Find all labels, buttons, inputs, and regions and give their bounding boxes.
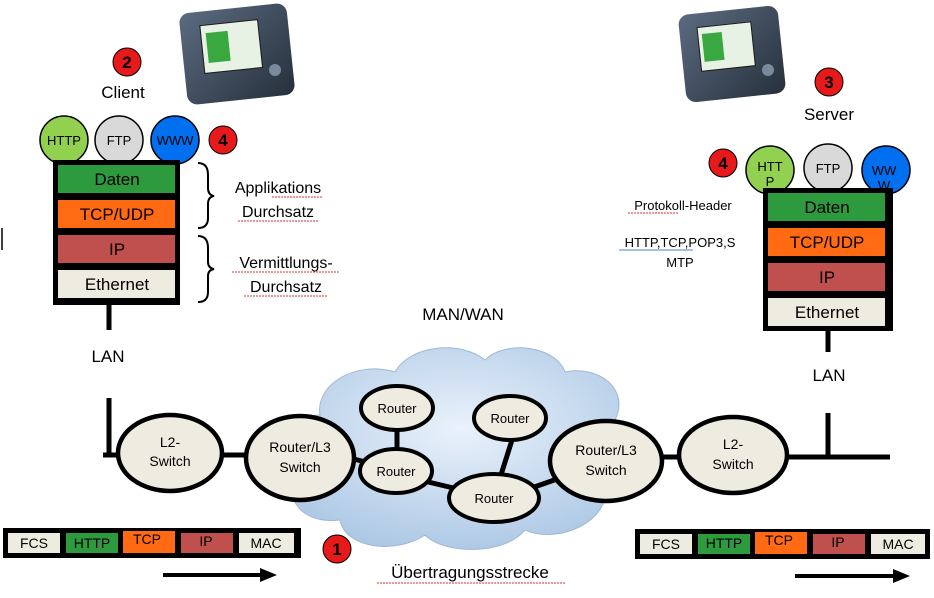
server-protocol-stack: Daten TCP/UDP IP Ethernet — [763, 188, 893, 331]
svg-text:FCS: FCS — [20, 535, 48, 551]
client-app-ftp: FTP — [94, 115, 144, 165]
server-app-http: HTT P — [745, 145, 795, 195]
server-layer-daten: Daten — [804, 198, 849, 217]
arrow-right-direction — [795, 569, 910, 583]
svg-text:FTP: FTP — [107, 133, 132, 148]
server-app-ftp: FTP — [803, 143, 853, 193]
svg-text:FTP: FTP — [816, 161, 841, 176]
router-d: Router — [447, 472, 541, 524]
svg-text:L2-: L2- — [723, 436, 744, 452]
frame-right: FCS HTTP TCP IP MAC — [635, 529, 930, 559]
badge-3: 3 — [814, 67, 844, 97]
svg-text:IP: IP — [831, 534, 844, 550]
svg-text:Switch: Switch — [585, 462, 626, 478]
svg-text:3: 3 — [824, 73, 833, 92]
protokoll-header-label: Protokoll-Header — [634, 198, 732, 213]
badge-4-right: 4 — [708, 148, 738, 178]
svg-text:Router/L3: Router/L3 — [269, 439, 331, 455]
brace-vermittlung — [197, 235, 215, 303]
svg-text:HTT: HTT — [757, 159, 782, 174]
client-layer-ip: IP — [109, 240, 125, 259]
svg-text:HTTP: HTTP — [74, 535, 111, 551]
client-label: Client — [101, 83, 145, 102]
svg-text:4: 4 — [218, 131, 228, 150]
svg-text:Router: Router — [490, 411, 530, 426]
brace-applikation — [197, 162, 215, 229]
protocols-line-1: HTTP,TCP,POP3,S — [625, 235, 736, 250]
svg-text:Router: Router — [377, 401, 417, 416]
applikations-label-1: Applikations — [235, 180, 321, 197]
lan-right-label: LAN — [812, 366, 845, 385]
svg-text:FCS: FCS — [652, 536, 680, 552]
client-layer-tcpudp: TCP/UDP — [80, 205, 155, 224]
svg-text:TCP: TCP — [765, 532, 793, 548]
frame-left: FCS HTTP TCP IP MAC — [3, 528, 301, 558]
lan-left-label: LAN — [91, 347, 124, 366]
svg-text:Switch: Switch — [712, 456, 753, 472]
badge-1: 1 — [322, 534, 352, 564]
svg-text:HTTP: HTTP — [47, 133, 81, 148]
svg-text:WWW: WWW — [157, 133, 195, 148]
svg-text:Router: Router — [376, 464, 416, 479]
svg-text:2: 2 — [122, 53, 131, 72]
svg-text:Router/L3: Router/L3 — [575, 442, 637, 458]
arrow-left-direction — [163, 568, 277, 582]
server-layer-ip: IP — [819, 268, 835, 287]
router-l3-switch-right: Router/L3 Switch — [547, 418, 665, 504]
svg-text:MAC: MAC — [250, 535, 281, 551]
svg-text:TCP: TCP — [133, 531, 161, 547]
client-app-www: WWW — [150, 115, 200, 165]
svg-text:HTTP: HTTP — [706, 535, 743, 551]
client-app-http: HTTP — [39, 115, 89, 165]
applikations-label-2: Durchsatz — [242, 204, 314, 221]
uebertragungsstrecke-label: Übertragungsstrecke — [391, 563, 549, 582]
svg-text:WW: WW — [872, 163, 897, 178]
badge-4-left: 4 — [208, 125, 238, 155]
svg-text:4: 4 — [718, 154, 728, 173]
svg-text:Router: Router — [474, 491, 514, 506]
router-a: Router — [359, 384, 435, 432]
svg-text:IP: IP — [199, 533, 212, 549]
l2-switch-right: L2- Switch — [676, 414, 790, 496]
vermittlungs-label-1: Vermittlungs- — [239, 255, 332, 272]
client-layer-daten: Daten — [94, 170, 139, 189]
svg-text:Switch: Switch — [149, 453, 190, 469]
client-layer-ethernet: Ethernet — [85, 275, 150, 294]
client-protocol-stack: Daten TCP/UDP IP Ethernet — [53, 160, 180, 305]
link-router-b-d — [497, 439, 515, 479]
router-l3-switch-left: Router/L3 Switch — [243, 413, 357, 503]
server-device-image — [678, 6, 786, 102]
protocols-line-2: MTP — [666, 255, 693, 270]
svg-text:Switch: Switch — [279, 459, 320, 475]
server-layer-ethernet: Ethernet — [795, 303, 860, 322]
vermittlungs-label-2: Durchsatz — [250, 279, 322, 296]
man-wan-label: MAN/WAN — [422, 305, 504, 324]
router-c: Router — [358, 447, 434, 495]
client-device-image — [179, 3, 295, 105]
badge-2: 2 — [112, 47, 142, 77]
server-layer-tcpudp: TCP/UDP — [790, 233, 865, 252]
svg-text:1: 1 — [332, 540, 341, 559]
l2-switch-left: L2- Switch — [115, 412, 225, 494]
router-b: Router — [472, 394, 548, 442]
server-app-www: WW W — [861, 145, 911, 195]
svg-text:MAC: MAC — [882, 536, 913, 552]
svg-text:P: P — [766, 174, 775, 189]
svg-text:L2-: L2- — [160, 434, 181, 450]
server-label: Server — [804, 105, 854, 124]
